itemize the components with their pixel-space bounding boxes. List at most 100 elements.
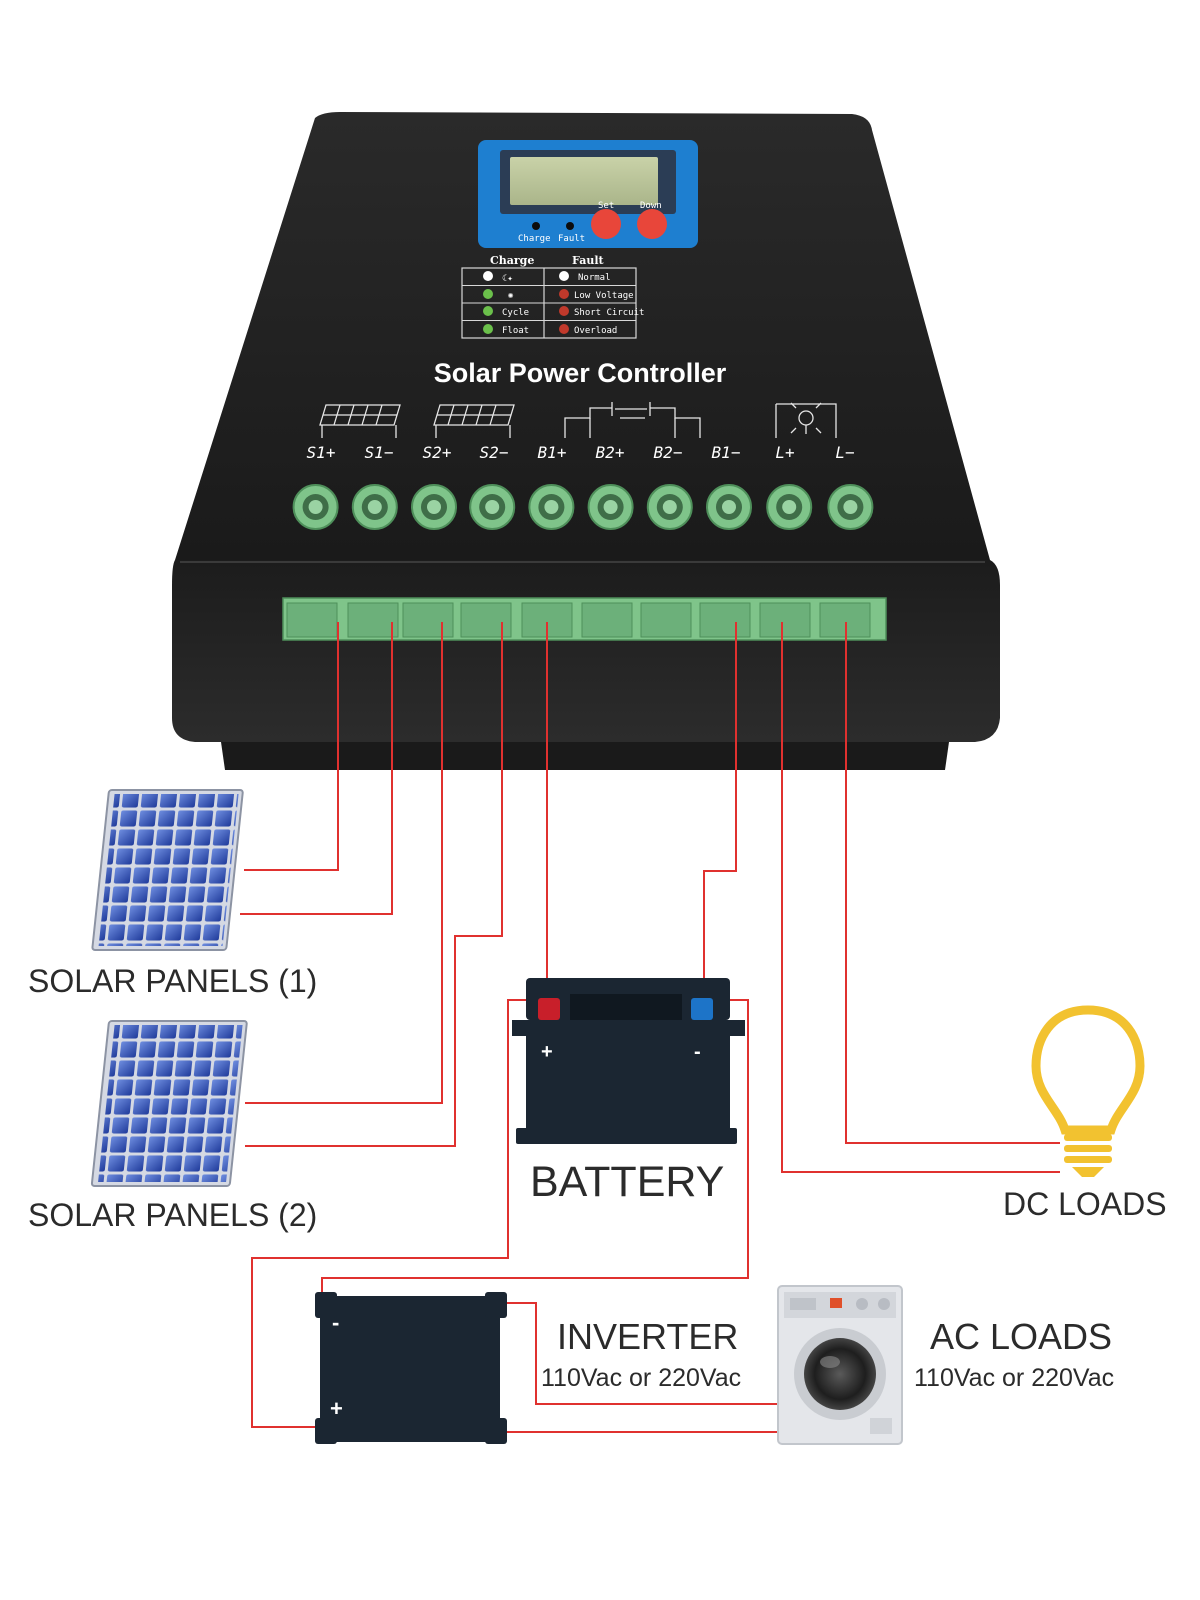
terminal-slot-b2-positive (581, 602, 633, 638)
controller-title: Solar Power Controller (434, 358, 727, 388)
fault-led (566, 222, 574, 230)
wire-s1-positive (244, 622, 339, 871)
terminal-screw-b1-negative[interactable] (706, 484, 752, 530)
battery: + - (512, 978, 745, 1144)
status-legend: Charge Fault ☾✦ ✺ Cycle Float Normal Low… (461, 254, 644, 339)
lamp-symbol (775, 402, 837, 438)
terminal-labels: S1+ S1− S2+ S2− B1+ B2+ B2− B1− L+ L− (307, 443, 855, 462)
terminal-slot-s2-negative (460, 602, 512, 638)
normal-icon (559, 271, 569, 281)
overload-icon (559, 324, 569, 334)
wire-load-positive (781, 622, 1060, 1173)
solar-panel-1 (91, 789, 244, 951)
wire-inverter-to-ac-load-1 (501, 1302, 780, 1405)
terminal-screw-load-positive[interactable] (766, 484, 813, 530)
terminal-label-load-positive: L+ (775, 443, 794, 462)
terminal-block (282, 597, 887, 641)
terminal-screw-s2-negative[interactable] (469, 484, 516, 530)
set-button[interactable] (591, 209, 621, 239)
terminal-screw-b1-positive[interactable] (528, 484, 575, 530)
wire-battery-to-inverter-negative (321, 999, 749, 1296)
terminal-screw-b2-negative[interactable] (646, 484, 693, 530)
legend-overload: Overload (574, 326, 617, 336)
terminal-screw-s2-positive[interactable] (411, 484, 457, 530)
ac-loads-spec: 110Vac or 220Vac (914, 1364, 1114, 1392)
down-button-label: Down (640, 201, 662, 211)
terminal-label-b1-positive: B1+ (538, 443, 567, 462)
dc-loads-label: DC LOADS (1003, 1186, 1167, 1222)
legend-normal: Normal (578, 273, 611, 283)
solar-panels-1-label: SOLAR PANELS (1) (28, 963, 317, 999)
legend-short-circuit: Short Circuit (574, 308, 644, 318)
terminal-screws (292, 484, 874, 530)
battery-negative-terminal (691, 998, 713, 1020)
solar-panels-2-label: SOLAR PANELS (2) (28, 1197, 317, 1233)
terminal-screw-b2-positive[interactable] (587, 484, 634, 530)
terminal-slot-b1-negative (699, 602, 751, 638)
terminal-screw-s1-negative[interactable] (351, 484, 398, 530)
lcd-module: Charge Fault Set Down (478, 140, 698, 248)
washing-machine-icon (777, 1285, 903, 1445)
wiring (240, 622, 1060, 1433)
terminal-label-b2-positive: B2+ (596, 443, 625, 462)
terminal-label-b1-negative: B1− (712, 443, 741, 462)
legend-cycle: Cycle (502, 308, 529, 318)
terminal-symbols (319, 402, 837, 438)
wire-s2-negative (245, 622, 503, 1147)
svg-text:✺: ✺ (508, 291, 514, 301)
terminal-label-s2-positive: S2+ (423, 443, 452, 462)
legend-low-voltage: Low Voltage (574, 291, 634, 301)
terminal-slot-load-positive (759, 602, 811, 638)
short-circuit-icon (559, 306, 569, 316)
solar-panel-2 (90, 1020, 248, 1187)
down-button[interactable] (637, 209, 667, 239)
wire-b1-negative (703, 622, 737, 994)
moon-icon (483, 271, 493, 281)
terminal-screw-s1-positive[interactable] (292, 484, 339, 530)
charge-led (532, 222, 540, 230)
terminal-label-b2-negative: B2− (654, 443, 683, 462)
terminal-slot-s1-negative (347, 602, 399, 638)
float-icon (483, 324, 493, 334)
case-top (175, 112, 990, 560)
lcd-screen (510, 157, 658, 205)
wire-battery-to-inverter-positive (251, 999, 530, 1428)
wire-s2-positive (245, 622, 443, 1104)
terminal-label-s2-negative: S2− (480, 443, 509, 462)
terminal-label-s1-positive: S1+ (307, 443, 336, 462)
terminal-slot-s2-positive (402, 602, 454, 638)
legend-float: Float (502, 326, 529, 336)
charging-icon (483, 289, 493, 299)
inverter: - + (315, 1292, 507, 1444)
terminal-slot-s1-positive (286, 602, 338, 638)
wire-load-negative (845, 622, 1060, 1144)
svg-text:☾✦: ☾✦ (502, 274, 513, 284)
terminal-screw-load-negative[interactable] (827, 484, 874, 530)
legend-fault-header: Fault (572, 254, 605, 267)
ac-loads-label: AC LOADS (930, 1316, 1112, 1357)
lightbulb-icon (1031, 1005, 1145, 1177)
case-front (172, 560, 1000, 742)
inverter-label: INVERTER (557, 1316, 738, 1357)
wire-s1-negative (240, 622, 393, 915)
terminal-slot-b2-negative (640, 602, 692, 638)
set-button-label: Set (598, 201, 614, 211)
charge-led-label: Charge (518, 234, 551, 244)
inverter-plus-sign: + (330, 1396, 343, 1421)
cycle-icon (483, 306, 493, 316)
battery-symbol (564, 402, 701, 438)
fault-led-label: Fault (558, 234, 585, 244)
solar-panel-symbol-1 (319, 404, 401, 438)
terminal-label-load-negative: L− (835, 443, 854, 462)
legend-charge-header: Charge (490, 254, 534, 267)
inverter-spec: 110Vac or 220Vac (541, 1364, 741, 1392)
battery-positive-terminal (538, 998, 560, 1020)
terminal-label-s1-negative: S1− (365, 443, 394, 462)
solar-panel-symbol-2 (433, 404, 515, 438)
low-voltage-icon (559, 289, 569, 299)
inverter-minus-sign: - (332, 1310, 339, 1335)
battery-minus-sign: - (694, 1041, 701, 1063)
solar-charge-controller: Charge Fault Set Down Charge Fault ☾✦ ✺ … (172, 112, 1000, 770)
battery-label: BATTERY (530, 1158, 724, 1206)
